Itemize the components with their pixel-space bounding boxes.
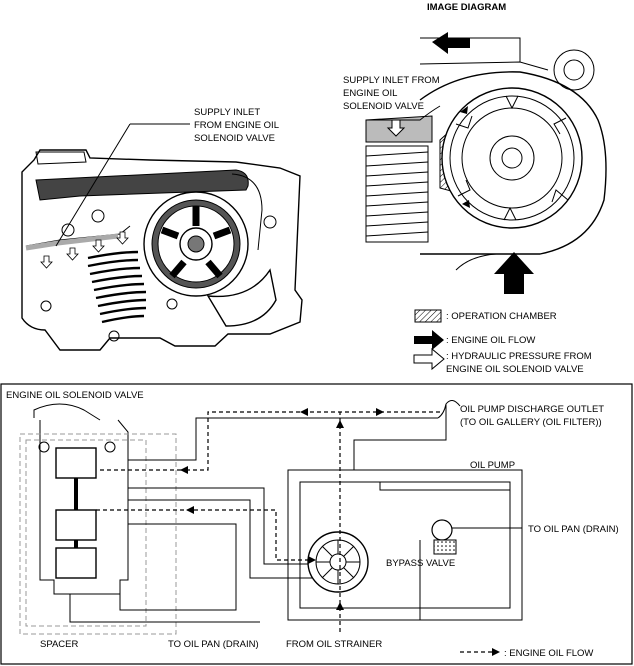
oil-pump-label: OIL PUMP [470,460,515,471]
hatched-box-icon [414,309,442,323]
dashed-arrow-icon [492,648,500,656]
black-arrow-icon [414,330,444,350]
image-inlet-label-1: SUPPLY INLET FROM [343,75,440,86]
discharge-label-1: OIL PUMP DISCHARGE OUTLET [460,404,604,415]
bottom-frame [0,383,633,665]
spring-icon [87,250,147,324]
bypass-label: BYPASS VALVE [386,558,455,569]
strainer-label: FROM OIL STRAINER [286,639,382,650]
spacer-label: SPACER [40,639,79,650]
schematic-lines [19,400,523,656]
legend-top [413,309,445,371]
top-left-inlet-label-1: SUPPLY INLET [194,107,260,118]
legend-operation-chamber: : OPERATION CHAMBER [446,311,557,322]
discharge-label-2: (TO OIL GALLERY (OIL FILTER)) [460,417,602,428]
top-left-inlet-label-3: SOLENOID VALVE [194,133,275,144]
pump-housing-drawing [21,123,303,351]
legend-engine-oil-flow: : ENGINE OIL FLOW [446,335,535,346]
image-diagram-drawing [365,32,607,294]
legend-hydraulic-2: ENGINE OIL SOLENOID VALVE [446,364,584,375]
inlet-arrow-icon [494,252,534,294]
image-inlet-label-2: ENGINE OIL [343,88,397,99]
legend-flow-label: : ENGINE OIL FLOW [504,648,593,659]
solenoid-label: ENGINE OIL SOLENOID VALVE [6,390,144,401]
hollow-arrow-icon [413,347,445,371]
outlet-arrow-icon [432,32,470,54]
legend-hydraulic-1: : HYDRAULIC PRESSURE FROM [446,351,592,362]
drain-bottom-label: TO OIL PAN (DRAIN) [168,639,259,650]
top-left-inlet-label-2: FROM ENGINE OIL [194,120,279,131]
drain-right-label: TO OIL PAN (DRAIN) [528,524,619,535]
image-diagram-title: IMAGE DIAGRAM [427,2,506,13]
image-inlet-label-3: SOLENOID VALVE [343,101,424,112]
